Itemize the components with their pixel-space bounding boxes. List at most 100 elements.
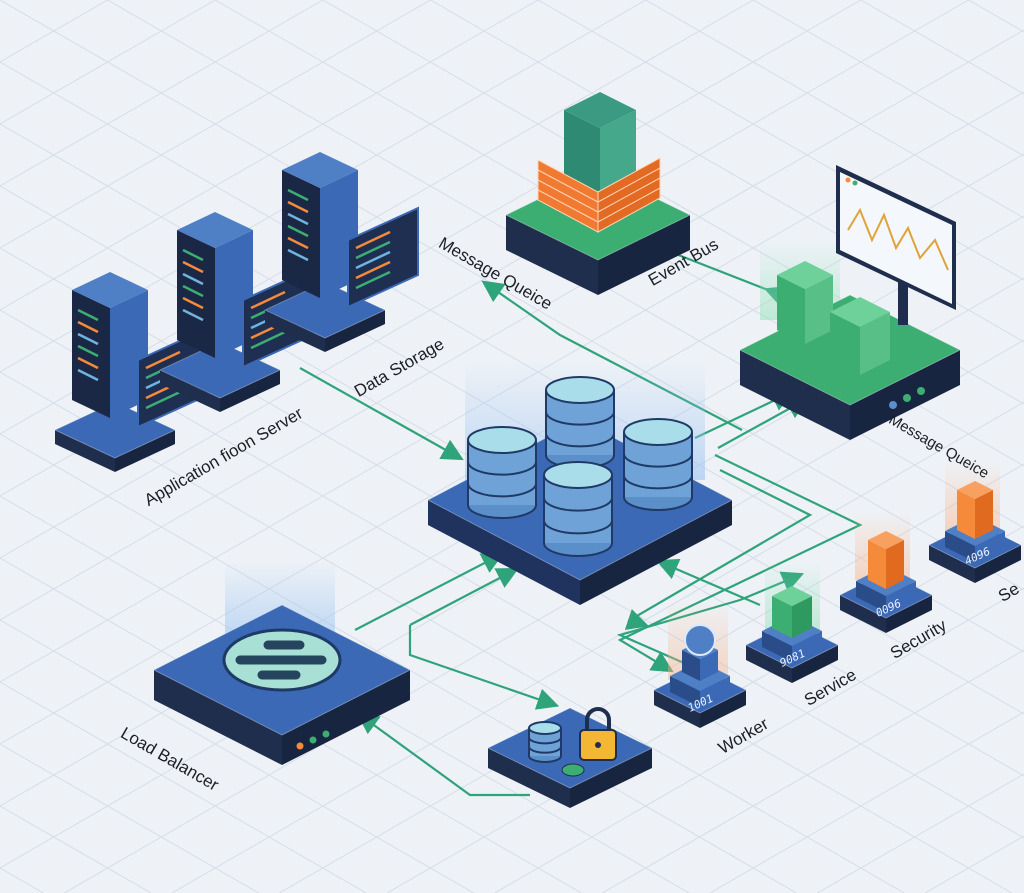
box-left-face — [856, 581, 886, 612]
monitor — [836, 165, 956, 310]
arrow-lock-to-lb — [356, 712, 530, 797]
cylinder-band — [543, 497, 613, 512]
platform-right-face — [570, 748, 652, 808]
code-panel — [347, 206, 419, 309]
grid-line — [0, 433, 797, 893]
grid-line — [752, 0, 1024, 157]
fourth-shield-icon — [957, 481, 993, 539]
firewall-brick-wall — [537, 157, 661, 233]
cylinder-band — [545, 433, 615, 448]
grid-line — [924, 835, 1024, 893]
security-lock-platform — [487, 707, 653, 808]
status-light — [903, 394, 911, 402]
box-left-face — [777, 275, 805, 344]
box-left-face — [564, 110, 600, 193]
server-base — [54, 401, 176, 472]
code-line — [287, 224, 309, 238]
grid-line — [0, 0, 431, 249]
monitor-chart-line — [847, 207, 949, 271]
code-line — [182, 296, 204, 310]
arrow-lb-to-storage — [354, 552, 504, 631]
storage-cylinder — [623, 418, 693, 511]
box-top — [72, 272, 148, 308]
grid-line — [0, 681, 367, 893]
security-file-icon — [868, 531, 904, 589]
monitor-dot — [845, 177, 851, 183]
code-line — [250, 330, 286, 350]
grid-line — [709, 711, 1024, 893]
cylinder-band — [623, 453, 693, 468]
code-line — [287, 236, 309, 250]
storage-cylinder — [543, 461, 613, 557]
box-left-face — [945, 531, 975, 562]
box-right-face — [975, 531, 1005, 562]
box-top — [772, 586, 812, 606]
grid-line — [645, 0, 1024, 219]
grid-line — [494, 587, 1024, 893]
cylinder-top — [545, 376, 615, 404]
code-line — [250, 290, 286, 310]
monitor-dot — [852, 180, 858, 186]
cylinder-top — [623, 418, 693, 446]
box-top — [564, 92, 636, 128]
box-right-face — [792, 596, 812, 638]
code-line — [355, 230, 391, 250]
cylinder-band — [543, 520, 613, 535]
code-line — [77, 356, 99, 370]
grid-line — [0, 0, 216, 125]
code-line — [182, 248, 204, 262]
box-top — [777, 261, 833, 289]
server-tower — [177, 212, 253, 358]
box-left-face — [957, 490, 975, 539]
box-right-face — [886, 581, 916, 612]
service-cube-icon — [772, 586, 812, 638]
cylinder-top — [467, 426, 537, 454]
brick-line — [537, 169, 599, 203]
box-left-face — [868, 540, 886, 589]
platform-right-face — [975, 545, 1021, 583]
grid-line — [0, 0, 969, 559]
load-balancer-icon — [235, 640, 327, 680]
grid-line — [0, 867, 44, 893]
code-line — [182, 284, 204, 298]
platform-right-face — [792, 645, 838, 683]
platform-left-face — [929, 545, 975, 583]
worker-gear-icon — [684, 624, 716, 656]
grid-line — [968, 0, 1024, 33]
platform-left-face — [160, 370, 220, 412]
platform-right-face — [700, 690, 746, 728]
box-left-face — [177, 230, 215, 358]
grid-line — [860, 0, 1024, 95]
arrow-lb-to-storage-2 — [409, 567, 519, 626]
box-top — [868, 531, 904, 549]
cylinder-band — [467, 461, 537, 476]
code-line — [355, 250, 391, 270]
cylinder-band — [467, 483, 537, 498]
platform-right-face — [325, 310, 385, 352]
grid-line — [602, 649, 1024, 893]
platform-right-face — [220, 370, 280, 412]
cylinder-top — [528, 721, 562, 735]
platform-right-face — [598, 215, 690, 295]
code-line — [287, 248, 309, 262]
code-line — [287, 200, 309, 214]
cylinder-top — [543, 461, 613, 489]
box-left-face — [682, 650, 700, 681]
code-line — [355, 270, 391, 290]
box-left-face — [670, 676, 700, 707]
box-right-face — [700, 676, 730, 707]
code-line — [77, 368, 99, 382]
code-line — [287, 188, 309, 202]
monitor-stack-2 — [830, 297, 890, 375]
grid-line — [171, 401, 1024, 893]
cylinder-band — [545, 411, 615, 426]
grid-line — [0, 0, 539, 311]
arrow-storage-to-worker — [617, 454, 863, 673]
box-left-face — [282, 170, 320, 298]
box-left-face — [72, 290, 110, 418]
platform-left-face — [506, 215, 598, 295]
status-light — [917, 387, 925, 395]
arrow-loop — [624, 469, 813, 630]
code-line — [77, 308, 99, 322]
